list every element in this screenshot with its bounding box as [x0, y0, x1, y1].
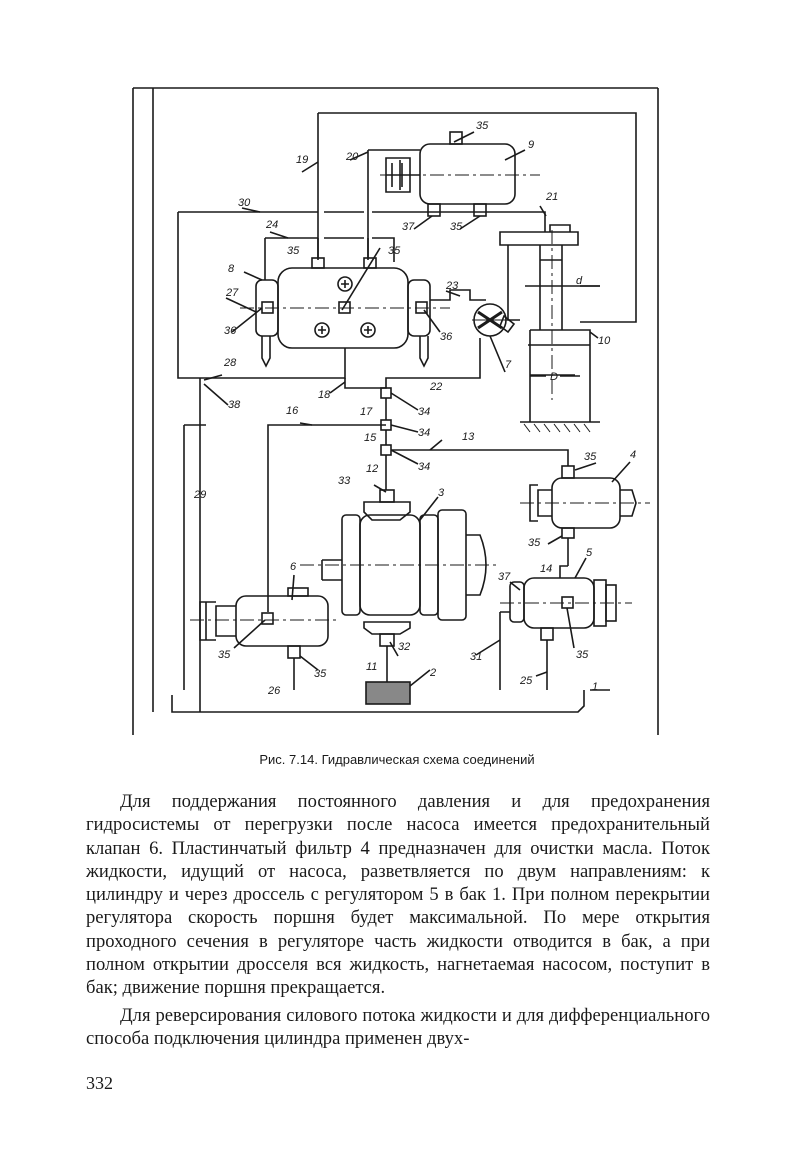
label-17: 17 [360, 406, 373, 418]
label-11: 11 [366, 661, 377, 673]
label-d: d [576, 275, 583, 287]
label-35: 35 [584, 451, 597, 463]
label-28: 28 [223, 357, 237, 369]
valve-6-body [235, 595, 329, 647]
filter-4-body [551, 477, 621, 529]
line-24 [265, 237, 395, 262]
label-37: 37 [498, 571, 511, 583]
label-23: 23 [445, 280, 459, 292]
line-19 [318, 112, 637, 323]
line-27 [225, 297, 257, 313]
label-21: 21 [545, 191, 558, 203]
label-35: 35 [388, 245, 401, 257]
cylinder-head [499, 231, 579, 246]
line-36b [423, 309, 441, 333]
figure-number: Рис. 7.14. [259, 752, 318, 767]
label-12: 12 [366, 463, 378, 475]
line-35-8 [341, 247, 381, 311]
label-36: 36 [440, 331, 453, 343]
line-7 [489, 335, 506, 373]
diagram-frame [132, 87, 659, 735]
hydraulic-connection-diagram: 35 9 19 20 21 30 24 37 35 35 35 8 d 23 2… [132, 87, 659, 735]
label-35: 35 [218, 649, 231, 661]
line-35-top [317, 238, 369, 258]
label-31: 31 [470, 651, 482, 663]
line-29 [183, 424, 206, 690]
label-D: D [550, 371, 558, 383]
label-5: 5 [586, 547, 593, 559]
label-30: 30 [238, 197, 251, 209]
label-26: 26 [267, 685, 281, 697]
label-3: 3 [438, 487, 445, 499]
label-35: 35 [450, 221, 463, 233]
label-35: 35 [314, 668, 327, 680]
label-10: 10 [598, 335, 611, 347]
label-27: 27 [225, 287, 239, 299]
line-13 [391, 449, 569, 466]
label-34: 34 [418, 427, 430, 439]
label-33: 33 [338, 475, 351, 487]
label-35: 35 [528, 537, 541, 549]
label-1: 1 [592, 681, 598, 693]
label-16: 16 [286, 405, 299, 417]
body-text: Для поддержания постоянного давления и д… [86, 790, 710, 1050]
label-7: 7 [505, 359, 512, 371]
label-38: 38 [228, 399, 241, 411]
paragraph-1: Для поддержания постоянного давления и д… [86, 791, 710, 999]
label-22: 22 [429, 381, 442, 393]
label-35: 35 [576, 649, 589, 661]
line-30-left [177, 212, 198, 379]
label-13: 13 [462, 431, 475, 443]
page-number: 332 [86, 1073, 113, 1093]
label-34: 34 [418, 461, 430, 473]
label-35: 35 [287, 245, 300, 257]
label-25: 25 [519, 675, 533, 687]
label-36: 36 [224, 325, 237, 337]
line-31 [499, 611, 510, 690]
line-16 [267, 424, 386, 612]
line-30 [178, 211, 546, 232]
figure-caption: Рис. 7.14. Гидравлическая схема соединен… [0, 752, 794, 767]
label-37: 37 [402, 221, 415, 233]
label-34: 34 [418, 406, 430, 418]
label-18: 18 [318, 389, 331, 401]
line-37 [413, 215, 433, 230]
line-18 [198, 348, 346, 379]
label-4: 4 [630, 449, 636, 461]
label-19: 19 [296, 154, 308, 166]
line-36a [231, 307, 263, 333]
label-14: 14 [540, 563, 552, 575]
figure-title: Гидравлическая схема соединений [321, 752, 535, 767]
label-9: 9 [528, 139, 534, 151]
label-20: 20 [345, 151, 359, 163]
line-22 [344, 338, 481, 389]
motor-9-body [419, 143, 516, 205]
label-2: 2 [429, 667, 436, 679]
label-8: 8 [228, 263, 235, 275]
label-32: 32 [398, 641, 410, 653]
line-23 [430, 289, 486, 301]
diagram-labels: 35 9 19 20 21 30 24 37 35 35 35 8 d 23 2… [193, 120, 636, 697]
label-24: 24 [265, 219, 278, 231]
label-6: 6 [290, 561, 297, 573]
rod-d [539, 245, 563, 330]
label-29: 29 [193, 489, 206, 501]
tank-1-outline [171, 690, 585, 713]
filter-2 [365, 681, 411, 705]
label-35: 35 [476, 120, 489, 132]
paragraph-2: Для реверсирования силового потока жидко… [86, 1004, 710, 1049]
line-35-9 [459, 215, 481, 230]
label-15: 15 [364, 432, 377, 444]
